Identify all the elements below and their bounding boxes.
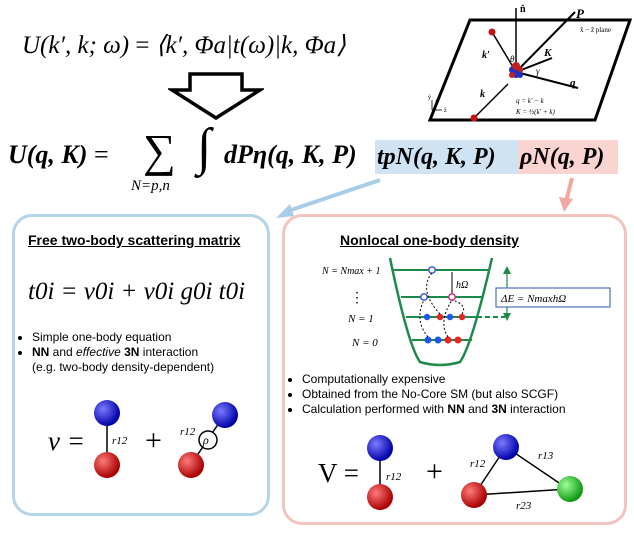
nucleon-blue [493,434,519,460]
top-equation-rhs: ⟨k′, Φa|t(ω)|k, Φa⟩ [155,32,346,59]
oscillator-diagram: ΔE = NmaxhΩ hΩ N = Nmax + 1 ⋮ N = 1 N = … [321,257,611,367]
left-box-bullets: Simple one-body equation NN and effectiv… [12,330,282,375]
q-definition: q = k′ − k [516,97,545,105]
axis-y-label: ŷ [428,95,431,101]
r23-label: r23 [516,500,532,512]
list-item: Computationally expensive [302,372,634,387]
left-box-equation: t0i = v0i + v0i g0i t0i [28,278,246,305]
level-n1-label: N = 1 [347,313,374,325]
K-definition: K = ½(k′ + k) [515,108,555,116]
kprime-label: k′ [482,50,490,61]
sum-symbol: ∑ [143,125,176,176]
axis-z-label: ẑ [444,108,447,114]
rho-label: ρ [202,433,209,447]
right-potential-diagram: r12 r12 r13 r23 [367,434,583,512]
hw-label: hΩ [456,280,468,291]
left-plus: + [145,424,162,457]
nucleon-red [94,452,120,478]
r12-label: r12 [470,458,486,470]
main-equation-equals: = [93,140,109,169]
r12-label: r12 [180,426,196,438]
list-item: Obtained from the No-Core SM (but also S… [302,387,634,402]
right-box [282,214,627,525]
nucleon-blue [94,400,120,426]
nucleon-blue [212,402,238,428]
left-box-title: Free two-body scattering matrix [28,232,241,248]
nucleon-blue [367,435,393,461]
right-plus: + [426,455,443,488]
level-dots: ⋮ [350,291,364,306]
q-label: q [570,77,576,89]
theta-label: θ [510,54,515,64]
top-equation: U(k′, k; ω) = ⟨k′, Φa|t(ω)|k, Φa⟩ [22,30,346,60]
list-item: Calculation performed with NN and 3N int… [302,402,634,417]
nucleon-red [367,484,393,510]
nucleon-red [461,482,487,508]
down-arrow-icon [168,72,264,120]
left-potential-diagram: r12 ρ r12 [94,400,238,478]
n-hat-label: n̂ [520,4,526,15]
top-equation-lhs: U(k′, k; ω) [22,32,130,59]
level-top-label: N = Nmax + 1 [321,266,381,277]
delta-e-label: ΔE = NmaxhΩ [500,293,566,305]
integral-symbol: ∫ [197,119,212,176]
main-equation-lhs: U(q, K) = [8,140,109,169]
list-item: (e.g. two-body density-dependent) [32,360,215,374]
density-vertex [198,430,218,450]
right-box-title: Nonlocal one-body density [340,232,519,248]
k-label: k [480,89,485,100]
plane-label: x̂ − ẑ plane [580,26,611,34]
main-equation-integrand: dPη(q, K, P) [224,140,357,169]
right-box-bullets: Computationally expensive Obtained from … [282,372,634,417]
list-item: NN and effective 3N interaction [32,345,282,360]
gamma-label: γ [536,66,540,76]
list-item: Simple one-body equation [32,330,282,345]
left-potential-lhs: v = [48,426,85,456]
right-potential-lhs: V = [318,458,359,488]
sum-index: N=p,n [131,178,170,194]
nucleon-green [557,476,583,502]
nucleon-red [178,452,204,478]
P-label: P [576,6,585,21]
r12-label: r12 [386,471,402,483]
level-n0-label: N = 0 [351,337,378,349]
nucleus-icon [509,62,523,78]
top-equation-equals: = [135,32,150,59]
t-term-highlight: tpN(q, K, P) [375,140,518,174]
r13-label: r13 [538,450,554,462]
K-label: K [543,47,552,59]
r12-label: r12 [112,435,128,447]
axis-x-label: x̂ [435,100,438,106]
left-box [12,214,270,516]
kinematics-inset: n̂ P K q k′ k θ γ x̂ − ẑ plane q = k′ − … [427,4,632,122]
rho-term-highlight: ρN(q, P) [518,140,618,174]
